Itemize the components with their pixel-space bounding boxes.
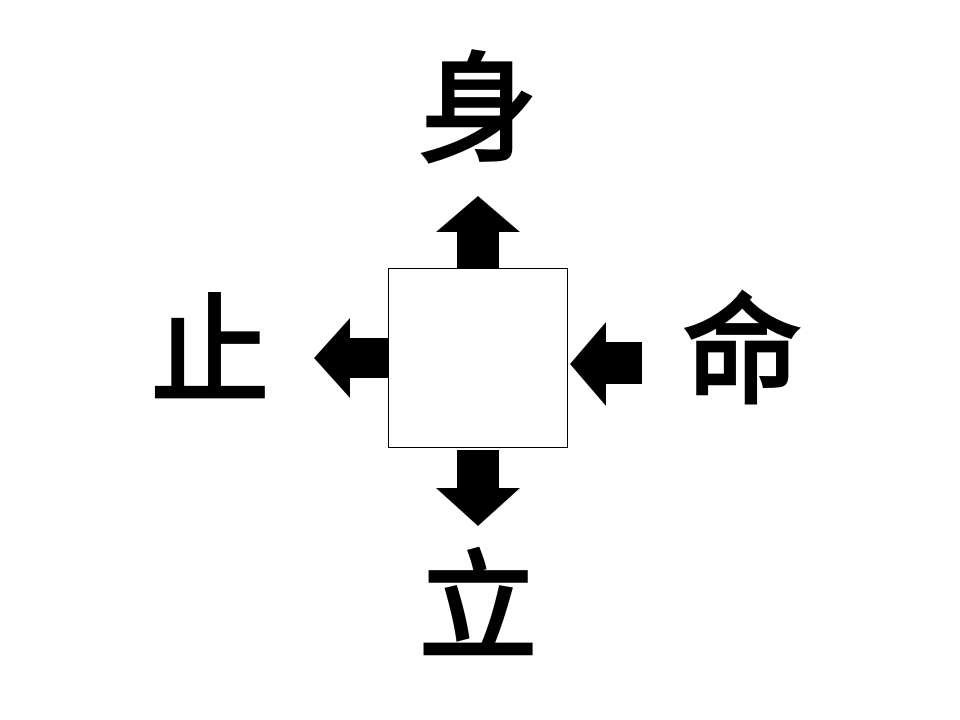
arrow-down-icon xyxy=(436,450,520,526)
kanji-bottom: 立 xyxy=(418,539,537,677)
arrow-into-box-from-right-icon xyxy=(570,322,642,406)
kanji-top: 身 xyxy=(418,41,537,179)
arrow-left-icon xyxy=(314,318,388,398)
kanji-left: 止 xyxy=(150,283,269,421)
arrow-up-icon xyxy=(436,196,520,268)
kanji-right: 命 xyxy=(682,283,801,421)
answer-box[interactable] xyxy=(388,268,568,448)
